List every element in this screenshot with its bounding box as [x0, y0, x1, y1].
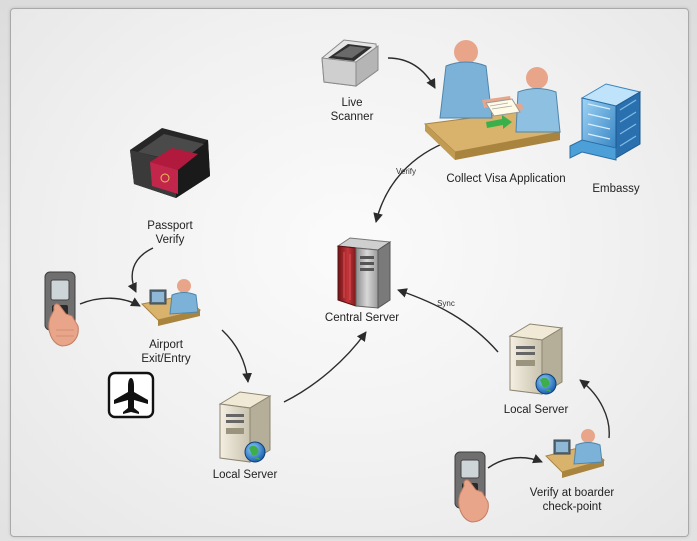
- live-scanner-label-line2: Scanner: [331, 111, 374, 123]
- airport-label-line1: Airport: [149, 339, 184, 351]
- airport-label-line2: Exit/Entry: [141, 353, 190, 365]
- edge-fingerprint-to-border: [487, 454, 543, 469]
- airplane-icon: [107, 371, 155, 419]
- passport-reader-icon: [130, 128, 210, 198]
- border-officer-icon: [545, 429, 606, 478]
- live-scanner-label-line1: Live: [341, 97, 362, 109]
- border-label-line1: Verify at boarder: [530, 487, 615, 499]
- edge-fingerprint-to-airport: [79, 297, 141, 307]
- edge-passport-to-airport: [127, 247, 154, 293]
- edge-visa-to-central: [373, 139, 453, 223]
- sync-edge-label: Sync: [437, 299, 455, 308]
- local-server-icon-right: [508, 323, 564, 395]
- embassy-label: Embassy: [592, 183, 640, 195]
- visa-desk-icon: [423, 40, 562, 160]
- collect-visa-label: Collect Visa Application: [446, 173, 565, 185]
- fingerprint-scanner-icon: [44, 271, 79, 347]
- border-label-line2: check-point: [543, 501, 603, 513]
- central-server-icon: [336, 237, 392, 309]
- local-server-icon: [218, 391, 272, 463]
- local-server-right-label: Local Server: [504, 404, 569, 416]
- verify-edge-label: Verify: [396, 167, 416, 176]
- airport-officer-icon: [140, 279, 202, 326]
- edges: [79, 57, 610, 469]
- edge-airport-to-localserver: [221, 329, 252, 383]
- fingerprint-scanner-icon-right: [454, 451, 489, 523]
- edge-rightserver-to-central: [397, 288, 499, 353]
- edge-border-to-rightserver: [579, 379, 610, 439]
- edge-localserver-to-central: [283, 331, 367, 403]
- central-server-label: Central Server: [325, 312, 399, 324]
- embassy-building-icon: [569, 83, 642, 161]
- local-server-left-label: Local Server: [213, 469, 278, 481]
- live-scanner-icon: [321, 39, 379, 87]
- passport-label-line2: Verify: [156, 234, 185, 246]
- passport-label-line1: Passport: [147, 220, 193, 232]
- edge-scanner-to-visa: [387, 57, 436, 89]
